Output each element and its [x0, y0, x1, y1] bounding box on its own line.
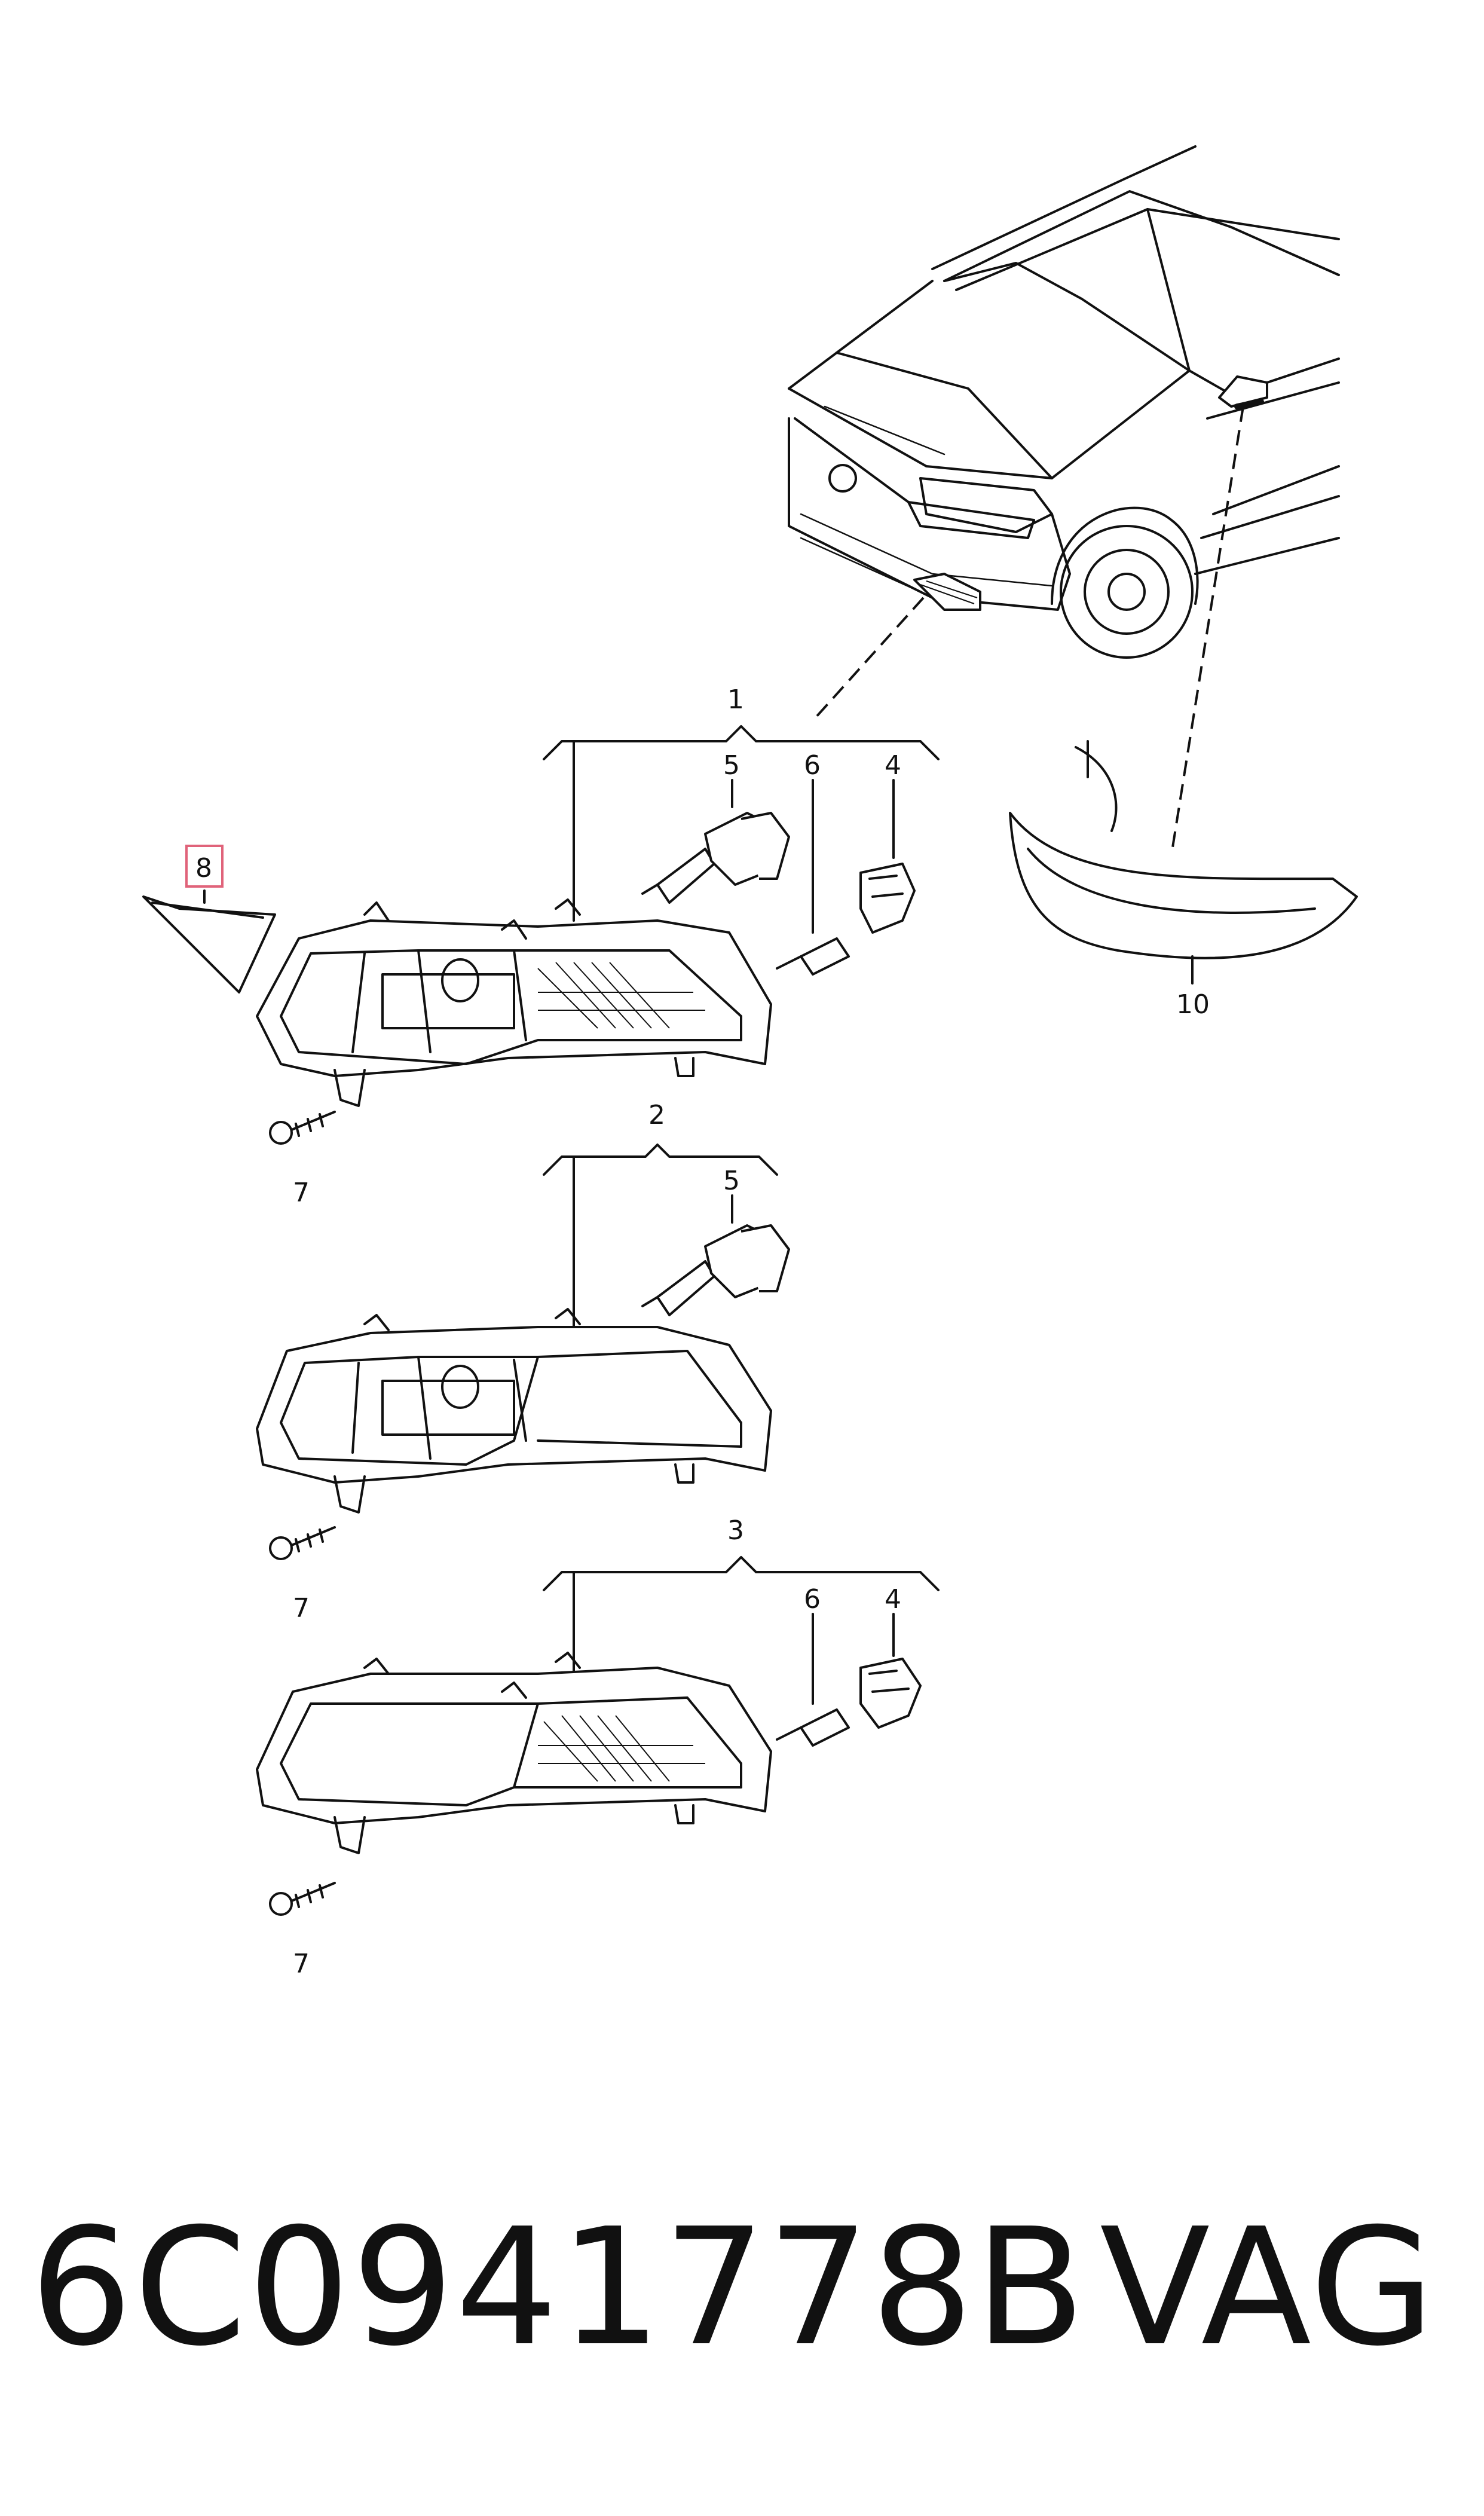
headlight-3: [256, 1652, 772, 1854]
car-front-illustration: [788, 145, 1340, 659]
bulb-6-bottom: [776, 1708, 850, 1747]
leader-fog-to-headlight: [815, 597, 925, 719]
callout-1: 1: [727, 684, 744, 715]
bracket-2: [543, 1144, 778, 1176]
callout-2: 2: [648, 1100, 665, 1130]
callout-6b: 6: [804, 1584, 821, 1615]
brand-label: VAG: [1100, 2193, 1436, 2382]
screw-7-middle: [269, 1526, 336, 1560]
callout-6a: 6: [804, 750, 821, 781]
part-number: 6C0941778B: [30, 2193, 1087, 2382]
callout-8: 8: [195, 853, 212, 883]
screw-7-top: [269, 1111, 336, 1145]
trim-8: [142, 895, 276, 993]
callout-3: 3: [727, 1515, 744, 1546]
callout-7a: 7: [293, 1178, 310, 1208]
leader-mirror-to-cap: [1170, 406, 1244, 855]
callout-7c: 7: [293, 1949, 310, 1979]
bulb-5-top: [641, 812, 790, 904]
bulb-6-top: [776, 937, 850, 976]
callout-7b: 7: [293, 1593, 310, 1624]
callout-5b: 5: [723, 1166, 740, 1196]
callout-4a: 4: [885, 750, 901, 781]
callout-8-highlight: [185, 845, 224, 888]
socket-4-top: [859, 863, 916, 934]
headlight-2: [256, 1308, 772, 1514]
screw-7-bottom: [269, 1882, 336, 1916]
bracket-3: [543, 1556, 940, 1591]
bulb-5-middle: [641, 1224, 790, 1316]
headlight-1: [256, 898, 772, 1107]
bracket-1: [543, 725, 940, 760]
callout-5a: 5: [723, 750, 740, 781]
callout-10: 10: [1176, 989, 1210, 1020]
mirror-cap-10: [1009, 740, 1358, 959]
callout-4b: 4: [885, 1584, 901, 1615]
socket-4-bottom: [859, 1658, 922, 1729]
